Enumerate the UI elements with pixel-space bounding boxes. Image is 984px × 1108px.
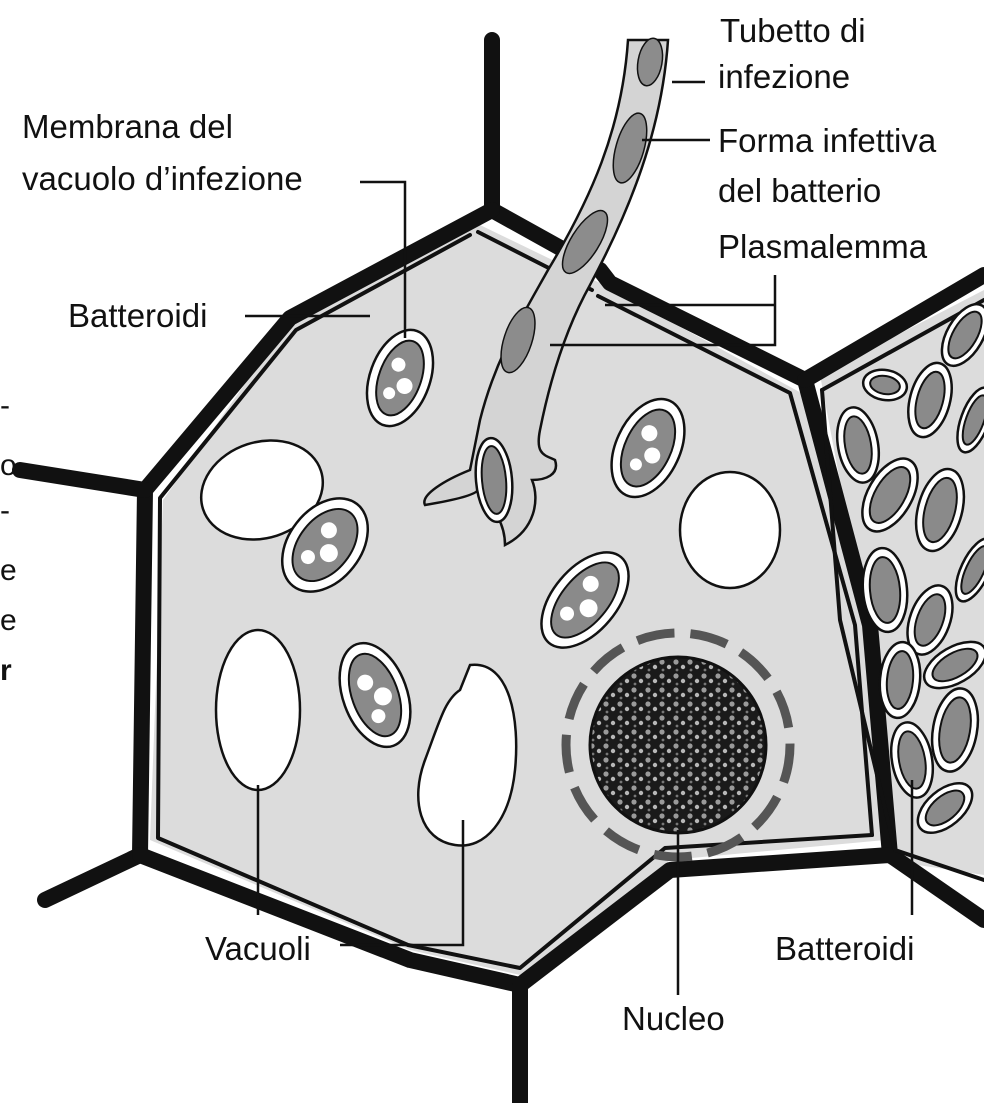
edge-char: o [0, 449, 17, 482]
label-membrana-line1: Membrana del [22, 108, 233, 145]
label-nucleo: Nucleo [622, 1000, 725, 1037]
edge-char: r [0, 654, 12, 687]
label-vacuoli: Vacuoli [205, 930, 311, 967]
label-forma-line2: del batterio [718, 172, 881, 209]
edge-char: - [0, 389, 10, 422]
edge-char: e [0, 604, 17, 637]
vacuole [680, 472, 780, 588]
cropped-edge-text: - o - e e r [0, 389, 17, 687]
label-tubetto-line2: infezione [718, 58, 850, 95]
vacuole [216, 630, 300, 790]
label-plasmalemma: Plasmalemma [718, 228, 928, 265]
label-batteroidi-right: Batteroidi [775, 930, 914, 967]
label-tubetto-line1: Tubetto di [720, 12, 866, 49]
edge-char: - [0, 494, 10, 527]
edge-char: e [0, 554, 17, 587]
label-membrana-line2: vacuolo d’infezione [22, 160, 303, 197]
label-forma-line1: Forma infettiva [718, 122, 937, 159]
label-batteroidi-left: Batteroidi [68, 297, 207, 334]
